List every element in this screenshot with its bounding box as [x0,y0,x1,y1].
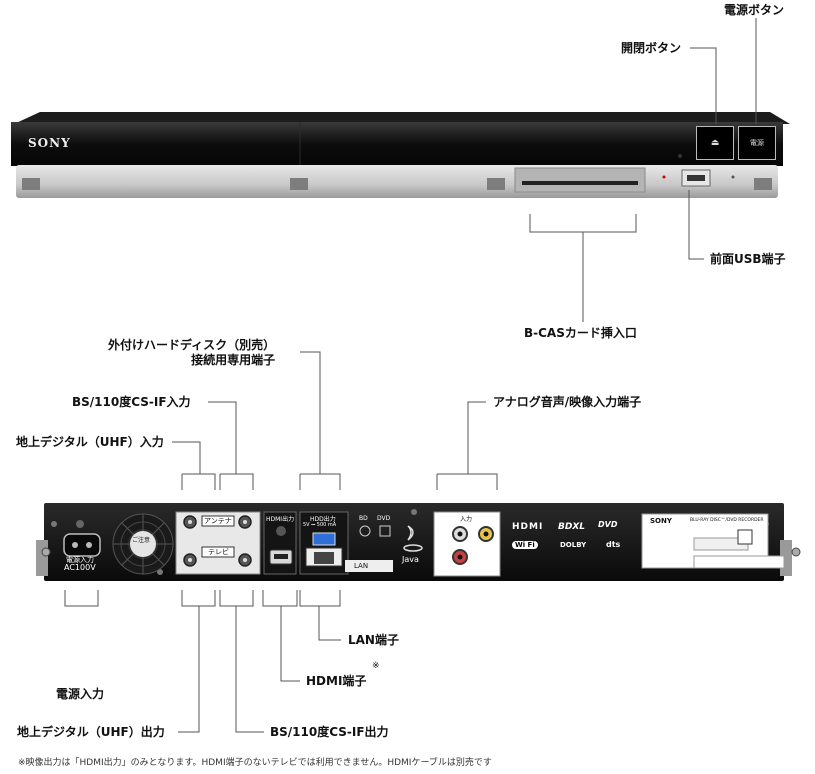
bcas-slot [514,167,646,193]
java-logo [403,525,423,552]
usb-spec-text: 5V ⎓ 500 mA [303,522,337,528]
power-in-text: 電源入力 [66,556,94,564]
java-text: Java [402,555,419,564]
dolby-logo: DOLBY [560,541,587,549]
power-button[interactable]: 電源 [738,126,776,160]
label-bs-out: BS/110度CS-IF出力 [270,725,389,739]
dvd-text: DVD [377,515,391,522]
eject-icon: ⏏ [710,138,720,148]
label-ext-hdd: 外付けハードディスク（別売） 接続用専用端子 [108,338,276,367]
bd-text: BD [359,515,368,522]
label-power-in: 電源入力 [56,687,105,701]
sony-brand: SONY [28,136,71,150]
input-text: 入力 [460,516,473,523]
fan-caution-text: ご注意 [132,537,151,544]
hdd-out-text: HDD出力 [310,516,336,523]
front-top-surface [14,112,790,124]
analog-input-block [433,511,501,577]
hdmi-note-mark: ※ [372,661,380,671]
label-bs-in: BS/110度CS-IF入力 [72,395,191,409]
hdmi-out-text: HDMI出力 [266,516,295,523]
power-spec-text: AC100V [64,563,96,572]
hdd-usb-port [312,532,336,546]
front-silver-strip [16,165,778,198]
label-uhf-in: 地上デジタル（UHF）入力 [16,435,164,449]
label-uhf-out: 地上デジタル（UHF）出力 [17,725,165,739]
label-analog-in: アナログ音声/映像入力端子 [493,395,642,409]
sony-small-text: SONY [650,517,672,525]
tv-out-text: テレビ [208,548,229,556]
label-hdmi: HDMI端子 [306,674,367,688]
label-power-button: 電源ボタン [724,3,785,17]
label-lan: LAN端子 [348,633,399,647]
label-bcas-slot: B-CASカード挿入口 [524,326,637,340]
label-front-usb: 前面USB端子 [710,252,786,266]
power-inlet [63,533,101,557]
dvd-logo: DVD [598,520,618,529]
bd-recorder-text: BLU-RAY DISC™/DVD RECORDER [690,518,764,523]
front-face [11,122,783,166]
lan-text: LAN [354,562,369,570]
footnote: ※映像出力は「HDMI出力」のみとなります。HDMI端子のないテレビでは利用でき… [18,758,492,768]
bdxl-logo: BDXL [558,522,586,532]
eject-button[interactable]: ⏏ [696,126,734,160]
power-button-text: 電源 [750,139,764,147]
label-eject-button: 開閉ボタン [621,41,682,55]
hdmi-logo: HDMI [512,522,544,532]
fan-grille [112,513,174,575]
wifi-logo: Wi Fi [512,541,538,549]
antenna-in-text: アンテナ [204,517,232,525]
dts-logo: dts [606,540,621,549]
